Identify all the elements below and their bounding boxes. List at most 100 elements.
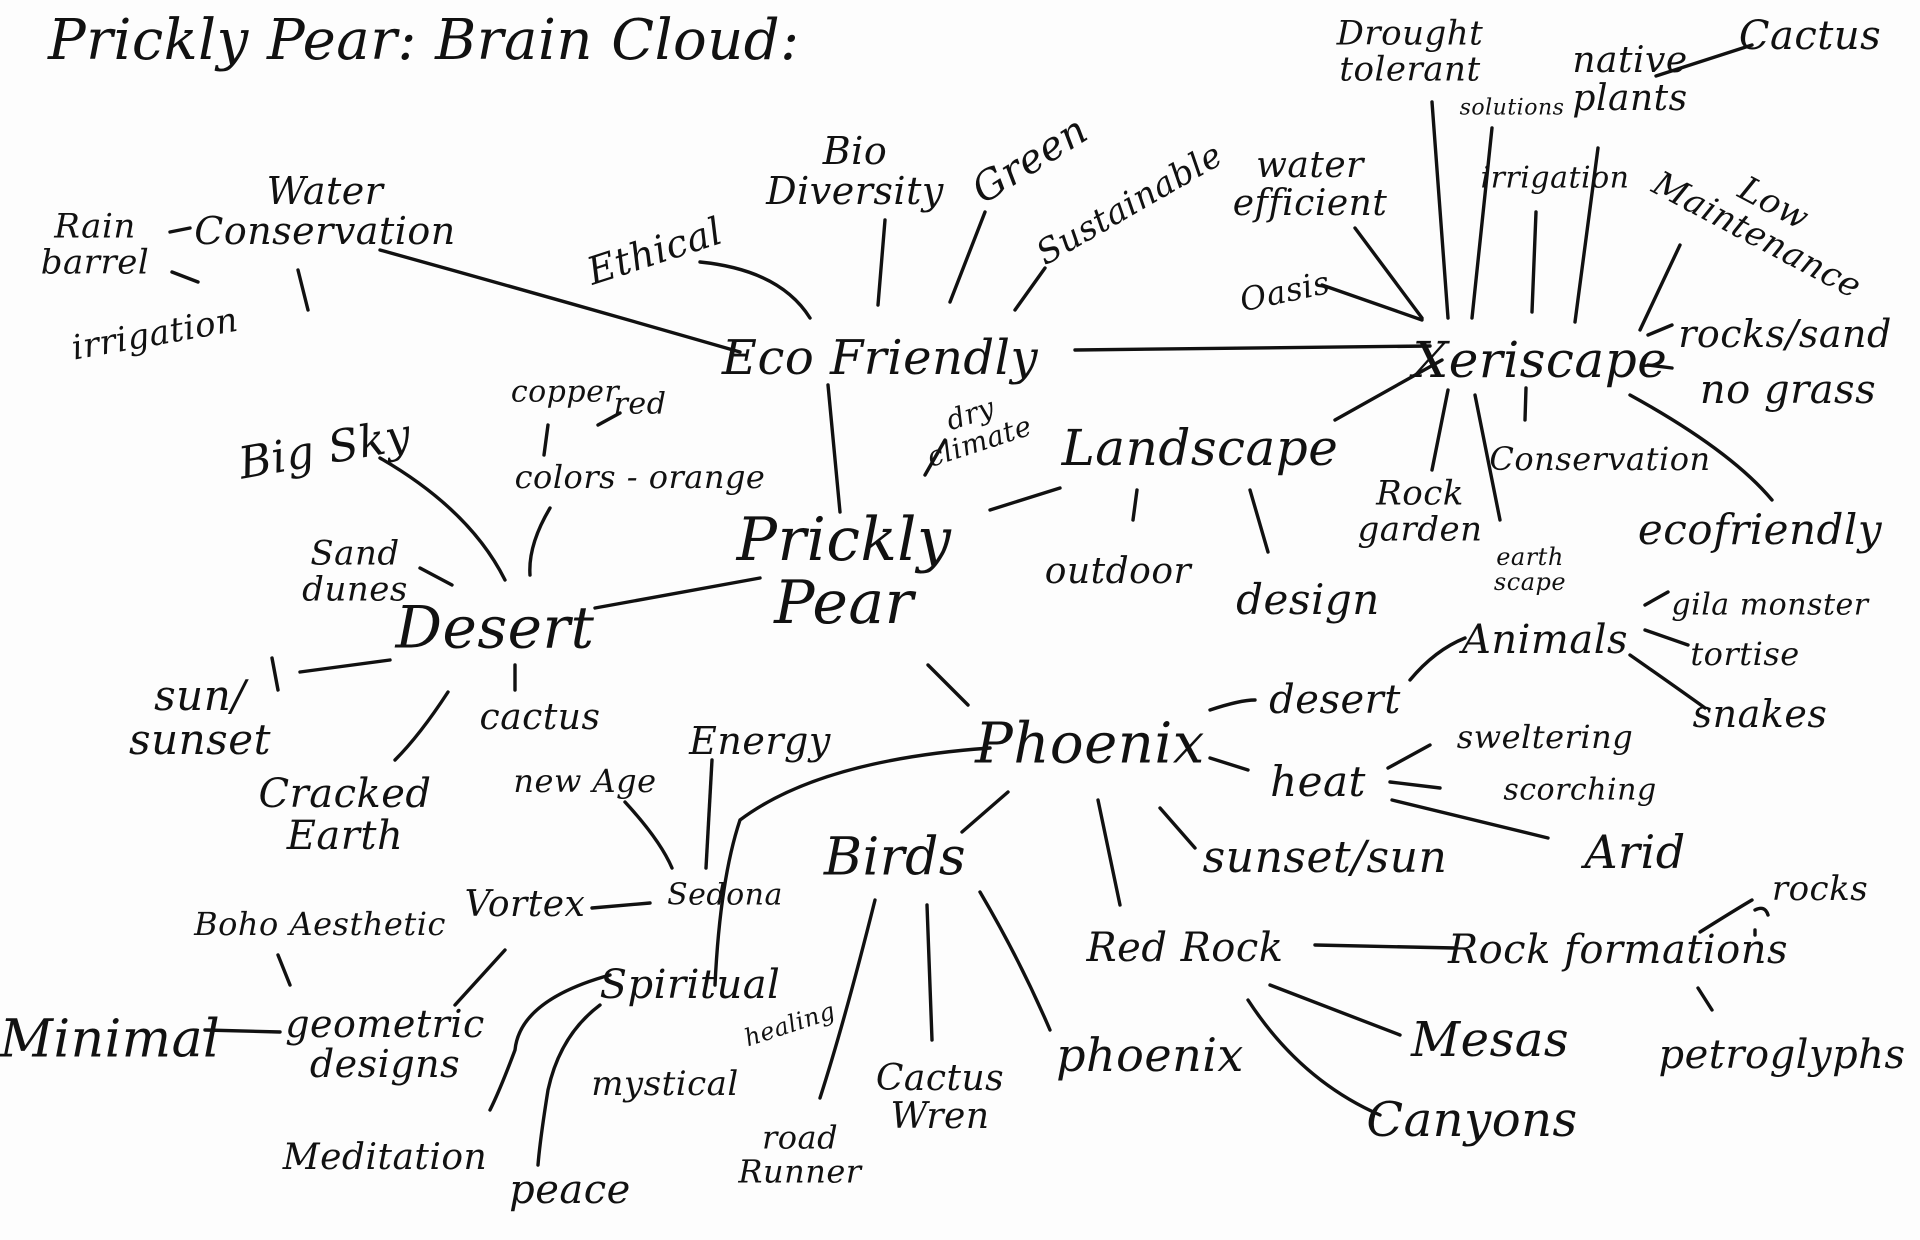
connector-line [1408,636,1467,682]
node-sweltering: sweltering [1456,718,1634,757]
node-petroglyphs: petroglyphs [1658,1032,1906,1078]
connector-line [1073,344,1432,352]
connector-line [623,800,674,870]
node-rain-barrel: Rain barrel [40,206,150,282]
connector-line [1388,780,1442,790]
node-gila-monster: gila monster [1671,587,1869,623]
node-scorching: scorching [1503,772,1657,808]
node-boho-aesthetic: Boho Aesthetic [194,905,446,944]
connector-line [270,656,280,692]
connector-line [1470,126,1494,320]
connector-line [1248,488,1270,554]
connector-line [488,973,612,1112]
node-water-conservation: Water Conservation [194,169,456,253]
connector-line [542,423,550,457]
connector-line [1320,283,1424,322]
node-colors-orange: colors - orange [514,458,766,497]
node-cactus-wren: Cactus Wren [875,1058,1005,1137]
node-bio-diversity: Bio Diversity [766,129,944,213]
connector-line [596,411,622,427]
node-mystical: mystical [591,1064,739,1105]
connector-line [988,486,1062,512]
connector-line [1753,906,1770,917]
node-design: design [1236,574,1380,624]
connector-line [1430,100,1450,320]
node-arid: Arid [1584,824,1686,879]
connector-line [1013,266,1047,312]
connector-line [536,1003,602,1167]
connector-line [1628,653,1707,710]
connector-line [1333,358,1444,422]
connector-line [704,758,714,870]
node-desert-small: desert [1269,677,1401,723]
connector-line [1523,386,1528,422]
node-rock-garden: Rock garden [1357,473,1483,549]
node-water-efficient: water efficient [1232,145,1388,224]
connector-line [1698,898,1754,934]
node-eco-friendly: Eco Friendly [721,329,1039,386]
node-landscape: Landscape [1061,418,1339,477]
connector-line [948,210,987,304]
connector-line [590,901,652,910]
connector-line [1643,590,1670,607]
node-snakes: snakes [1692,692,1828,737]
connector-line [1696,986,1714,1012]
page-title: Prickly Pear: Brain Cloud: [48,8,800,73]
connector-line [876,218,887,307]
connector-line [713,746,992,987]
connector-line [528,506,552,577]
connector-line [818,898,877,1100]
connector-line [1654,43,1754,78]
node-desert: Desert [395,593,595,662]
node-vortex: Vortex [464,884,586,926]
node-geometric-designs: geometric designs [285,1002,485,1086]
node-rock-formations: Rock formations [1447,927,1789,973]
connector-line [1646,323,1674,337]
node-red-rock: Red Rock [1086,925,1284,971]
connector-line [296,268,310,312]
node-outdoor: outdoor [1044,551,1192,593]
node-birds: Birds [823,827,967,888]
node-ecofriendly: ecofriendly [1637,504,1883,554]
connector-line [1353,226,1424,320]
connector-line [378,456,507,582]
node-sun-sunset: sun/ sunset [129,670,271,764]
node-xeriscape: Xeriscape [1412,330,1668,389]
connector-line [826,383,842,514]
node-road-runner: road Runner [738,1118,862,1190]
node-cracked-earth: Cracked Earth [258,771,432,859]
node-heat: heat [1270,756,1366,806]
connector-line [926,663,970,707]
connector-line [698,260,812,320]
connector-line [1643,628,1690,647]
connector-line [203,1028,282,1034]
node-sedona: Sedona [667,877,783,913]
node-sand-dunes: Sand dunes [302,533,408,609]
connector-line [923,438,947,477]
node-earth-scape: earth scape [1493,542,1567,596]
node-rocks: rocks [1771,869,1869,910]
node-minimal: Minimal [0,1009,221,1070]
node-sunset-sun: sunset/sun [1202,831,1448,883]
connector-line [1246,998,1382,1117]
connector-line [378,248,742,354]
node-irrigation-right: irrigation [1480,160,1630,196]
node-rocks-sand: rocks/sand [1678,312,1892,357]
connector-line [1268,983,1402,1037]
connector-line [1158,806,1197,850]
connector-line [1430,388,1450,472]
node-new-age: new Age [513,762,657,801]
connector-line [298,658,392,674]
connector-line [1313,943,1457,950]
node-spiritual: Spiritual [599,962,781,1008]
node-cactus-desert: cactus [479,697,601,739]
connector-line [1646,363,1674,370]
connector-line [1530,210,1538,314]
node-cactus-top: Cactus [1738,13,1882,59]
connector-line [1208,756,1250,772]
node-canyons: Canyons [1366,1091,1578,1148]
node-native-plants: native plants [1572,40,1688,119]
connector-line [1096,798,1122,907]
